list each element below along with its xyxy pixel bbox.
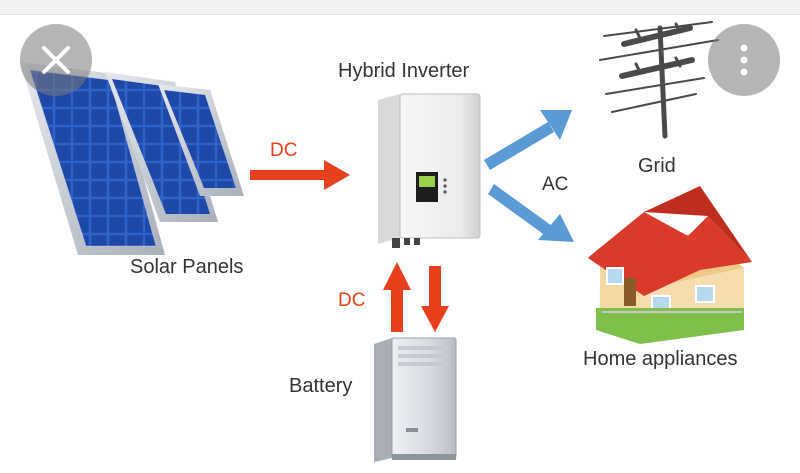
solar-panels-icon [20,62,244,255]
grid-label: Grid [638,155,676,177]
dc-arrow-battery-down [421,266,449,332]
more-vertical-icon [740,44,748,76]
battery-label: Battery [289,375,353,397]
grid-pylon-icon [599,21,719,139]
dc-arrow-panels-to-inverter [250,160,350,190]
house-icon [588,186,752,344]
hybrid-inverter-icon [378,93,481,248]
hybrid-inverter-label: Hybrid Inverter [338,60,470,82]
battery-icon [374,337,457,462]
dc-flow-label-panels: DC [270,140,298,161]
ac-arrow-to-grid [484,110,572,170]
home-appliances-label: Home appliances [583,348,738,370]
close-icon [42,46,70,74]
ac-arrow-to-home [488,184,574,242]
close-button[interactable] [20,24,92,96]
dc-flow-label-battery: DC [338,290,366,311]
ac-flow-label: AC [542,174,569,195]
top-strip [0,0,800,15]
more-options-button[interactable] [708,24,780,96]
solar-panels-label: Solar Panels [130,256,244,278]
dc-arrow-battery-up [383,262,411,332]
